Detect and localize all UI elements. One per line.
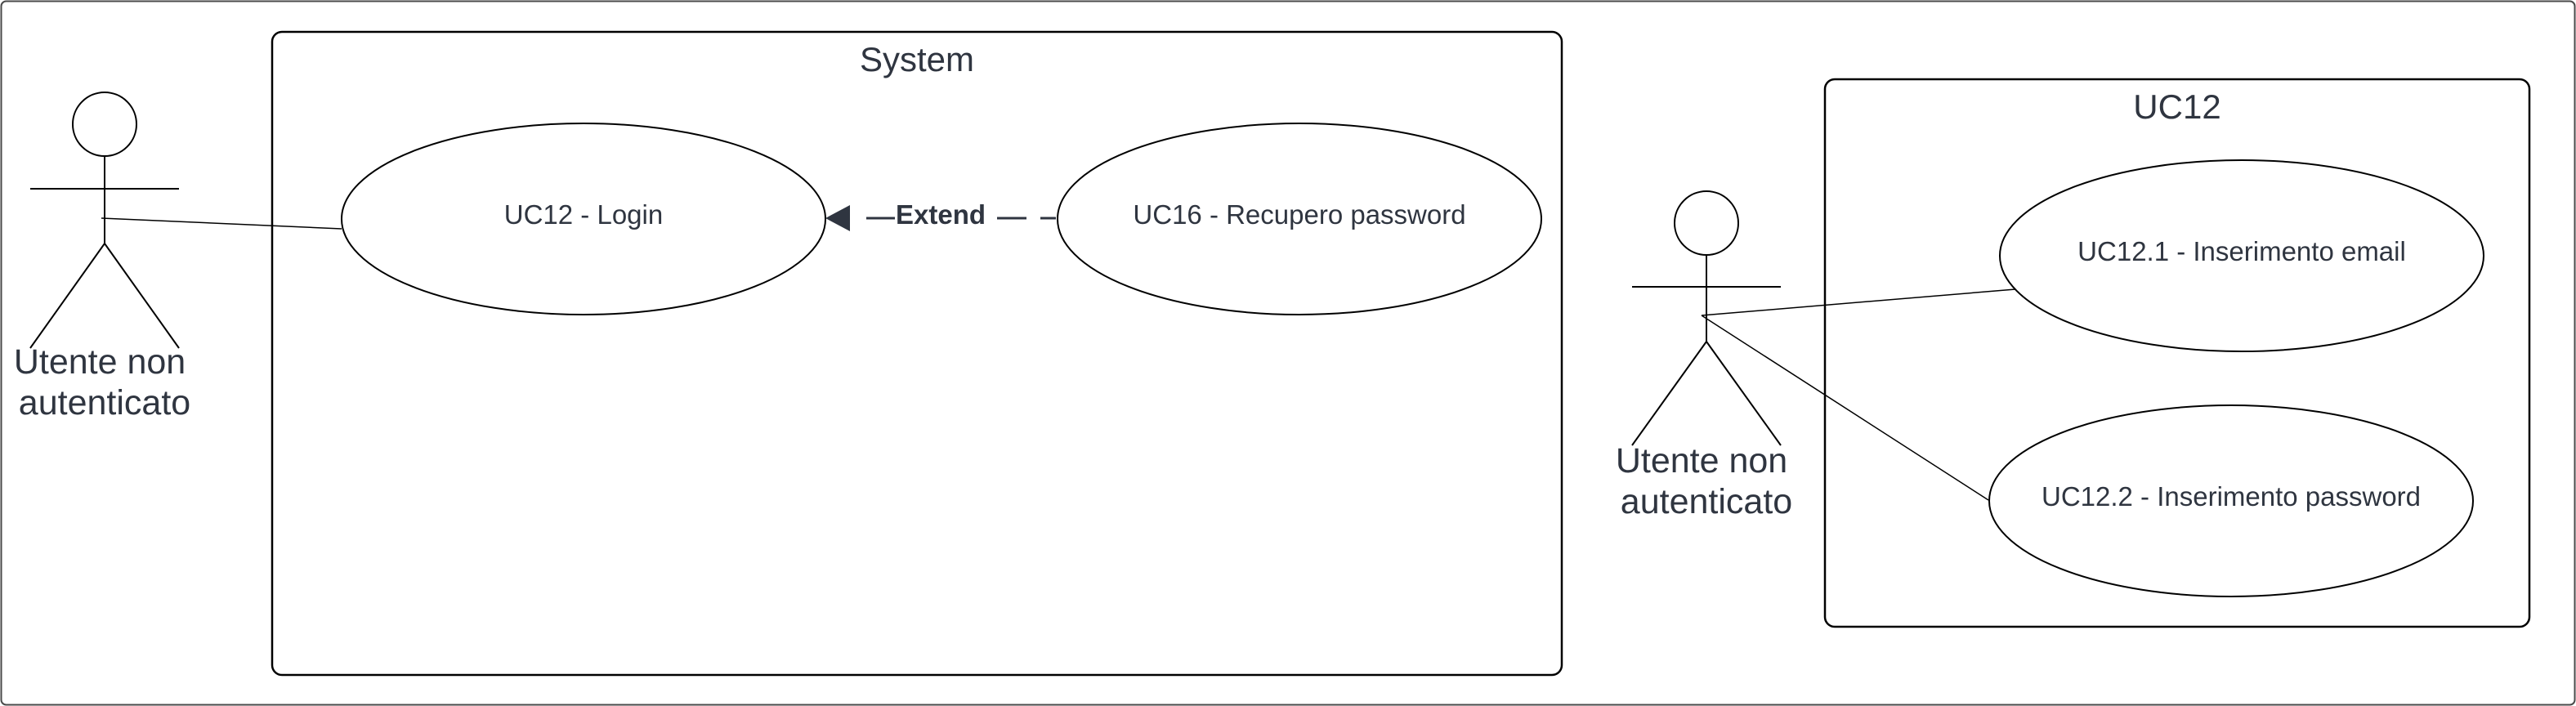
use-case-label: UC16 - Recupero password — [1133, 199, 1465, 230]
actor-left-label: Utente non autenticato — [14, 342, 195, 422]
association-right-actor-email — [1701, 288, 2016, 316]
use-case-ellipse — [1988, 404, 2474, 597]
extend-relation[interactable]: Extend — [825, 199, 1056, 231]
use-case-label: UC12 - Login — [504, 199, 663, 230]
stick-figure-icon — [29, 92, 180, 349]
actor-right-label: Utente non autenticato — [1616, 441, 1797, 521]
actor-left[interactable]: Utente non autenticato — [14, 92, 195, 422]
system-title: System — [860, 40, 974, 78]
system-boundary-box — [271, 30, 1563, 677]
extend-label: Extend — [896, 199, 986, 230]
use-case-ellipse — [1999, 159, 2484, 352]
actor-right-label-line-2: autenticato — [1621, 482, 1792, 521]
system-boundary[interactable]: System — [271, 30, 1563, 677]
uc12-boundary-title: UC12 — [2133, 87, 2220, 126]
actor-left-label-line-1: Utente non — [14, 342, 186, 382]
use-case-uc16[interactable]: UC16 - Recupero password — [1057, 123, 1542, 315]
stick-figure-icon — [1631, 190, 1782, 446]
extend-arrowhead-icon — [825, 205, 850, 231]
use-case-uc12-login[interactable]: UC12 - Login — [341, 123, 826, 315]
use-case-ellipse — [341, 123, 826, 315]
use-case-ellipse — [1057, 123, 1542, 315]
use-case-label: UC12.2 - Inserimento password — [2042, 481, 2421, 512]
use-case-uc12-2[interactable]: UC12.2 - Inserimento password — [1988, 404, 2474, 597]
actor-right-label-line-1: Utente non — [1616, 441, 1787, 480]
use-case-uc12-1[interactable]: UC12.1 - Inserimento email — [1999, 159, 2484, 352]
association-left-actor-login — [101, 217, 342, 230]
association-right-actor-password — [1701, 315, 1989, 501]
use-case-label: UC12.1 - Inserimento email — [2077, 236, 2406, 266]
actor-right[interactable]: Utente non autenticato — [1616, 190, 1797, 521]
uc12-boundary-box — [1823, 78, 2531, 628]
actor-left-label-line-2: autenticato — [19, 383, 190, 422]
uc12-boundary[interactable]: UC12 — [1823, 78, 2531, 628]
